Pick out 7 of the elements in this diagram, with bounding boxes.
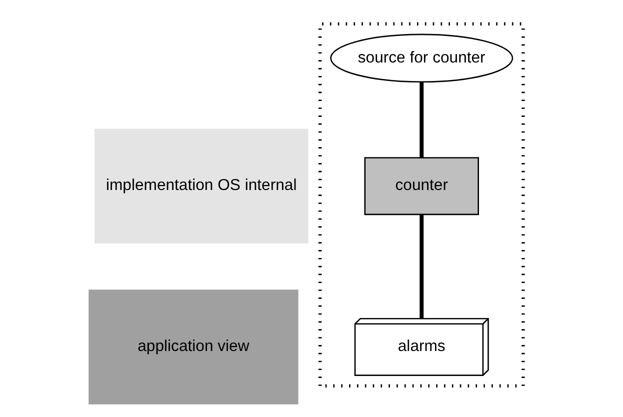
node-box: counter <box>364 157 479 216</box>
connector <box>420 82 424 158</box>
node-box: application view <box>88 290 298 404</box>
cluster <box>318 22 525 388</box>
node-box: implementation OS internal <box>94 128 308 244</box>
connector <box>420 214 424 318</box>
node-ellipse: source for counter <box>330 34 514 83</box>
